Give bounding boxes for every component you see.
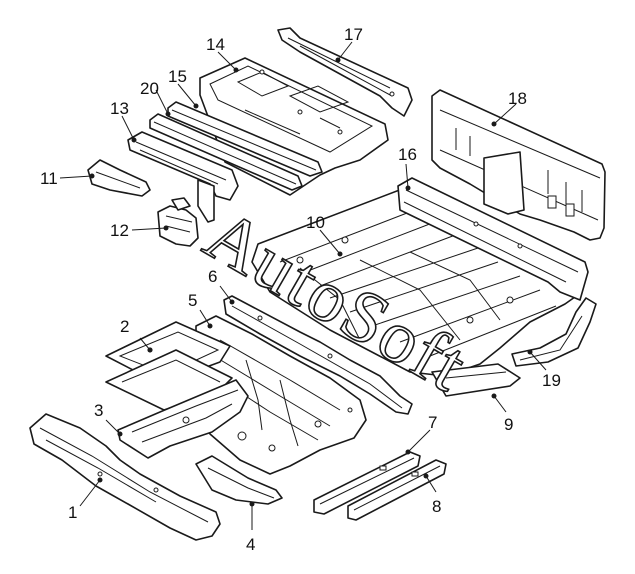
part-4-rocker-piece <box>195 455 283 505</box>
part-12-bracket <box>157 197 199 247</box>
callout-7: 7 <box>428 413 437 432</box>
callout-14: 14 <box>206 35 225 54</box>
part-11-bracket <box>87 159 151 197</box>
part-17-roof-rail <box>277 27 413 117</box>
callout-15: 15 <box>168 67 187 86</box>
callout-2: 2 <box>120 317 129 336</box>
part-9-reinforcement <box>431 363 521 397</box>
part-16-floor-crossmember <box>397 177 589 301</box>
callout-16: 16 <box>398 145 417 164</box>
callout-8: 8 <box>432 497 441 516</box>
part-13-front-header <box>127 131 239 223</box>
callout-11: 11 <box>40 169 58 188</box>
callout-10: 10 <box>306 213 325 232</box>
part-19-sill-extension <box>511 297 597 367</box>
callout-12: 12 <box>110 221 129 240</box>
callout-20: 20 <box>140 79 159 98</box>
callout-labels: 1 2 3 4 5 6 7 8 9 10 11 12 13 14 15 16 1… <box>40 25 561 554</box>
part-6-tunnel-rail <box>223 295 413 415</box>
callout-4: 4 <box>246 535 255 554</box>
callout-1: 1 <box>68 503 77 522</box>
callout-6: 6 <box>208 267 217 286</box>
callout-5: 5 <box>188 291 197 310</box>
part-18-rear-wall <box>431 89 606 241</box>
part-20-roof-bow <box>149 113 303 191</box>
callout-leaders <box>59 41 547 530</box>
part-3-toe-board <box>117 379 249 459</box>
part-8-sill-reinforcement <box>347 459 447 521</box>
callout-3: 3 <box>94 401 103 420</box>
part-1-side-sill <box>29 413 221 541</box>
callout-9: 9 <box>504 415 513 434</box>
callout-19: 19 <box>542 371 561 390</box>
callout-17: 17 <box>344 25 363 44</box>
callout-18: 18 <box>508 89 527 108</box>
callout-13: 13 <box>110 99 129 118</box>
